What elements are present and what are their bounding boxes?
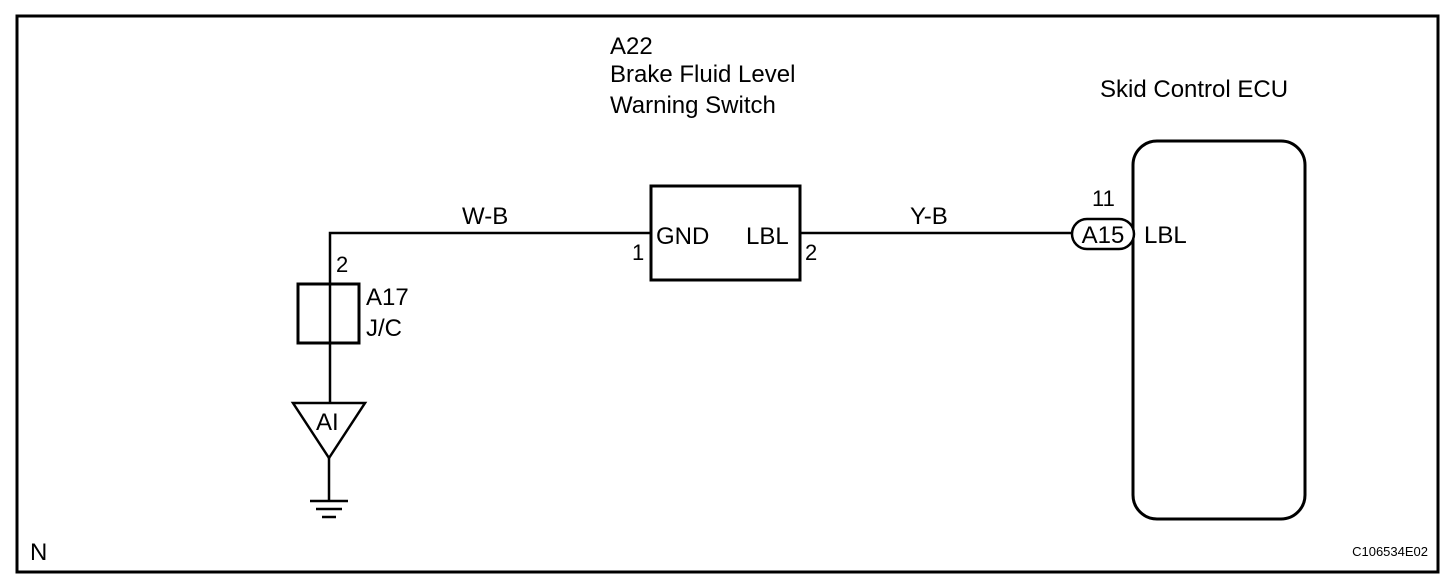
- ecu-name: Skid Control ECU: [1100, 76, 1288, 103]
- junction-pin: 2: [336, 252, 348, 277]
- junction-connector-box: [296, 282, 361, 345]
- ground-point-triangle: [290, 401, 368, 461]
- diagram-border: [15, 14, 1440, 574]
- junction-name: J/C: [366, 315, 402, 342]
- ground-symbol-icon: [310, 499, 348, 519]
- ecu-pin-number: 11: [1092, 186, 1115, 211]
- switch-pin-gnd: 1: [632, 240, 644, 265]
- switch-pin-lbl: 2: [805, 240, 817, 265]
- ecu-connector-code: A15: [1082, 222, 1125, 249]
- switch-gnd-terminal: GND: [656, 223, 709, 250]
- switch-lbl-terminal: LBL: [746, 223, 789, 250]
- switch-name-line2: Warning Switch: [610, 92, 776, 119]
- ecu-terminal-label: LBL: [1144, 222, 1187, 249]
- junction-code: A17: [366, 284, 409, 311]
- wire-w-b-label: W-B: [462, 203, 508, 230]
- ecu-connector-oval: [1070, 217, 1136, 251]
- wire-w-b: [328, 231, 651, 285]
- skid-control-ecu-box: [1131, 139, 1307, 521]
- figure-id: C106534E02: [1352, 544, 1428, 559]
- corner-mark: N: [30, 539, 47, 566]
- ground-point-label: AI: [316, 409, 339, 436]
- wire-y-b-label: Y-B: [910, 203, 948, 230]
- switch-code: A22: [610, 33, 653, 60]
- brake-fluid-switch-box: [649, 184, 802, 282]
- switch-name-line1: Brake Fluid Level: [610, 61, 795, 88]
